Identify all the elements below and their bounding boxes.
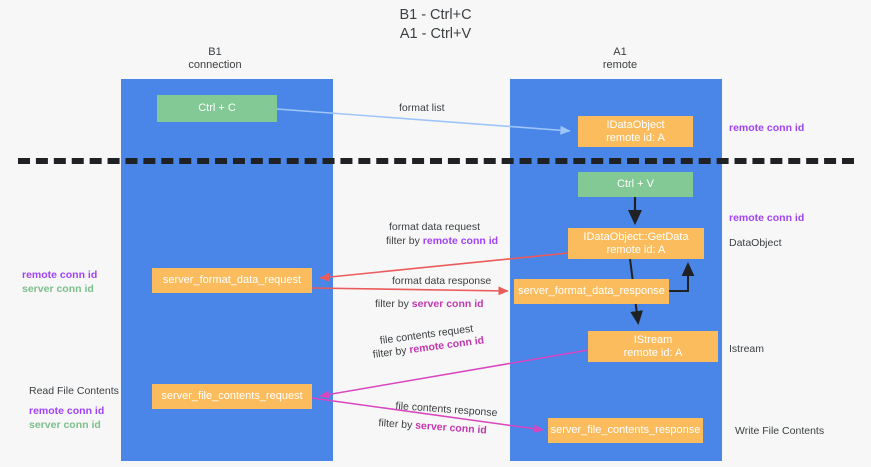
label-format-data-request: format data request	[389, 221, 481, 233]
box-istream-line2: remote id: A	[623, 346, 683, 359]
box-ctrl-c[interactable]: Ctrl + C	[157, 95, 277, 122]
filter-prefix: filter by	[386, 235, 423, 247]
box-server-file-contents-request[interactable]: server_file_contents_request	[152, 384, 312, 409]
box-getdata-line1: IDataObject::GetData	[583, 230, 689, 243]
annotation-left2-server-conn-id: server conn id	[29, 419, 101, 431]
box-server-format-data-request[interactable]: server_format_data_request	[152, 268, 312, 293]
lane-a1-title: A1	[613, 46, 627, 58]
label-file-contents-response-filter: filter by server conn id	[378, 416, 487, 438]
box-ctrl-v-label: Ctrl + V	[617, 178, 654, 190]
box-getdata[interactable]: IDataObject::GetData remote id: A	[568, 228, 704, 259]
box-server-format-data-response[interactable]: server_format_data_response	[514, 279, 669, 304]
lane-header-b1: B1 connection	[155, 46, 275, 72]
lane-b1-title: B1	[208, 46, 222, 58]
filter-key-server-conn-id: server conn id	[411, 298, 484, 310]
annotation-left2-remote-conn-id: remote conn id	[29, 405, 105, 417]
box-server-file-contents-request-label: server_file_contents_request	[161, 390, 303, 402]
title-line-1: B1 - Ctrl+C	[399, 7, 472, 23]
box-idataobject-line1: IDataObject	[606, 118, 665, 131]
annotation-write-file-contents: Write File Contents	[735, 425, 825, 437]
filter-prefix: filter by	[372, 344, 411, 361]
phase-divider	[18, 158, 854, 164]
filter-prefix: filter by	[378, 416, 416, 432]
label-format-data-response-filter: filter by server conn id	[375, 297, 484, 311]
label-format-data-request-filter: filter by remote conn id	[386, 234, 498, 248]
label-file-contents-response: file contents response	[395, 399, 498, 420]
annotation-left-conn-ids: remote conn id server conn id	[22, 268, 97, 296]
box-ctrl-c-label: Ctrl + C	[198, 102, 236, 114]
box-server-file-contents-response[interactable]: server_file_contents_response	[548, 418, 703, 443]
annotation-remote-conn-id-mid: remote conn id	[729, 211, 804, 225]
annotation-read-file-contents-group: Read File Contents remote conn id server…	[29, 384, 119, 432]
label-format-list: format list	[399, 102, 445, 114]
annotation-remote-conn-id-mid-text: remote conn id	[729, 212, 805, 224]
title-line-2: A1 - Ctrl+V	[399, 26, 472, 42]
lane-b1-subtitle: connection	[188, 59, 242, 71]
box-ctrl-v[interactable]: Ctrl + V	[578, 172, 693, 197]
lane-header-a1: A1 remote	[560, 46, 680, 72]
box-istream-line1: IStream	[633, 333, 673, 346]
box-idataobject-line2: remote id: A	[606, 131, 665, 144]
label-format-data-response: format data response	[392, 275, 492, 287]
annotation-left-remote-conn-id: remote conn id	[22, 269, 98, 281]
annotation-dataobject: DataObject	[729, 237, 782, 249]
annotation-read-file-contents: Read File Contents	[29, 385, 119, 397]
page-title: B1 - Ctrl+C A1 - Ctrl+V	[0, 6, 871, 44]
filter-key-remote-conn-id: remote conn id	[422, 235, 499, 247]
lane-a1-subtitle: remote	[602, 59, 638, 71]
box-server-format-data-request-label: server_format_data_request	[162, 274, 302, 286]
box-idataobject[interactable]: IDataObject remote id: A	[578, 116, 693, 147]
box-server-file-contents-response-label: server_file_contents_response	[550, 424, 701, 436]
filter-prefix: filter by	[375, 298, 412, 310]
annotation-left-server-conn-id: server conn id	[22, 283, 94, 295]
annotation-istream: Istream	[729, 343, 765, 355]
annotation-remote-conn-id-top: remote conn id	[729, 121, 804, 135]
box-istream[interactable]: IStream remote id: A	[588, 331, 718, 362]
box-server-format-data-response-label: server_format_data_response	[518, 285, 665, 297]
annotation-remote-conn-id-top-text: remote conn id	[729, 122, 805, 134]
filter-key-server-conn-id: server conn id	[414, 419, 488, 437]
box-getdata-line2: remote id: A	[606, 243, 666, 256]
arrow-format-data-response	[311, 286, 509, 296]
